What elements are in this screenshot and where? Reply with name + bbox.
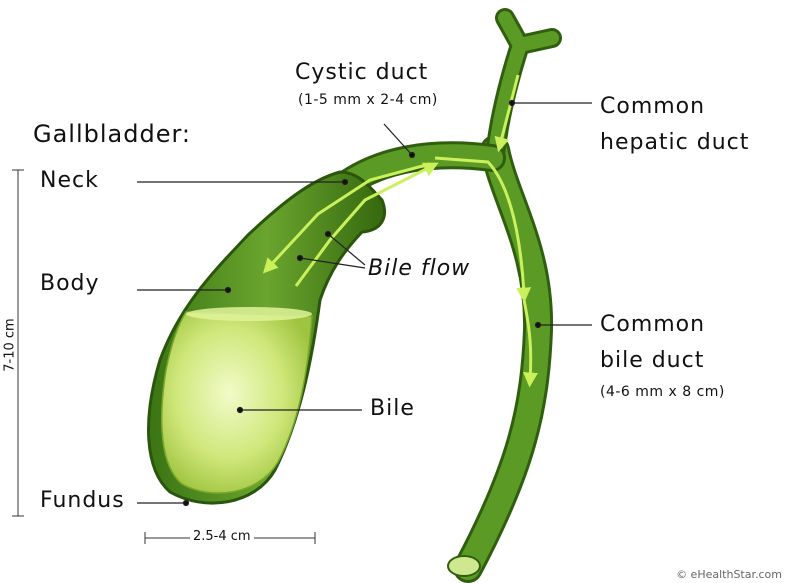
dimension-length-label: 7-10 cm [3,315,18,374]
credit-text: © eHealthStar.com [676,568,782,581]
label-common-hepatic-line2: hepatic duct [600,130,749,155]
label-common-bile-line1: Common [600,312,705,337]
dimension-width-label: 2.5-4 cm [190,529,254,544]
label-neck: Neck [40,168,99,193]
label-common-bile-line2: bile duct [600,348,704,373]
label-cystic-duct-size: (1-5 mm x 2-4 cm) [298,92,438,108]
label-common-hepatic-line1: Common [600,94,705,119]
label-cystic-duct: Cystic duct [295,60,428,85]
bile-pool [162,312,312,493]
label-fundus: Fundus [40,488,125,513]
label-bile: Bile [370,396,415,421]
label-bile-flow: Bile flow [368,256,470,281]
gallbladder-title: Gallbladder: [33,120,191,148]
label-body: Body [40,271,100,296]
label-common-bile-size: (4-6 mm x 8 cm) [600,384,725,400]
bile-duct-opening [448,556,480,576]
